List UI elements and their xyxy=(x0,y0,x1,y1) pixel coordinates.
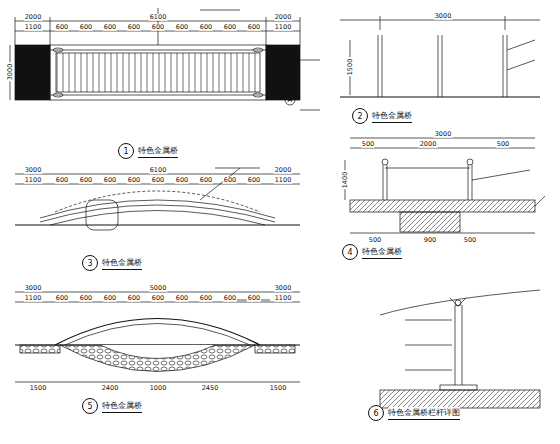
view-name: 特色金属桥栏杆详图 xyxy=(388,407,460,420)
view-number: 4 xyxy=(342,244,358,260)
view-title: 5 特色金属桥 xyxy=(82,398,142,414)
dimension-text: 600 xyxy=(247,24,261,31)
dimension-text: 600 xyxy=(223,24,237,31)
dimension-text: 600 xyxy=(103,177,117,184)
dimension-text: 600 xyxy=(151,24,165,31)
dimension-text: 600 xyxy=(223,177,237,184)
view-name: 特色金属桥 xyxy=(138,145,178,158)
dimension-text: 1500 xyxy=(347,58,354,77)
dimension-text: 1100 xyxy=(274,24,293,31)
dimension-text: 600 xyxy=(223,295,237,302)
dimension-text: 1500 xyxy=(29,385,48,392)
dimension-text: 600 xyxy=(175,177,189,184)
dimension-text: 600 xyxy=(79,24,93,31)
dimension-text: 600 xyxy=(151,295,165,302)
view-name: 特色金属桥 xyxy=(102,400,142,413)
view-title: 6 特色金属桥栏杆详图 xyxy=(368,405,460,421)
dimension-text: 1100 xyxy=(24,295,43,302)
dimension-text: 1500 xyxy=(269,385,288,392)
dimension-text: 1400 xyxy=(342,171,349,190)
dimension-text: 3000 xyxy=(24,167,43,174)
dimension-text: 600 xyxy=(175,295,189,302)
dimension-text: 500 xyxy=(368,237,382,244)
dimension-text: 6100 xyxy=(149,14,168,21)
view-number: 2 xyxy=(352,108,368,124)
dimension-text: 3000 xyxy=(434,13,453,20)
dimension-text: 600 xyxy=(247,177,261,184)
dimension-text: 500 xyxy=(496,141,510,148)
dimension-text: 2000 xyxy=(24,14,43,21)
dimension-text: 3000 xyxy=(274,285,293,292)
dimension-text: 600 xyxy=(55,295,69,302)
dimension-text: 600 xyxy=(79,177,93,184)
dimension-text: 600 xyxy=(199,24,213,31)
view-name: 特色金属桥 xyxy=(362,246,402,259)
dimension-text: 2000 xyxy=(274,167,293,174)
view-number: 3 xyxy=(82,255,98,271)
dimension-text: 600 xyxy=(175,24,189,31)
dimension-text: 6100 xyxy=(149,167,168,174)
dimension-text: 2450 xyxy=(201,385,220,392)
view-name: 特色金属桥 xyxy=(102,257,142,270)
view-title: 1 特色金属桥 xyxy=(118,143,178,159)
dimension-text: 600 xyxy=(79,295,93,302)
view-name: 特色金属桥 xyxy=(372,110,412,123)
dimension-text: 600 xyxy=(127,24,141,31)
dimension-text: 600 xyxy=(151,177,165,184)
view-title: 4 特色金属桥 xyxy=(342,244,402,260)
dimension-text: 2000 xyxy=(419,141,438,148)
dimension-text: 900 xyxy=(423,237,437,244)
dimension-text: 600 xyxy=(199,295,213,302)
dimension-text: 5000 xyxy=(149,285,168,292)
dimension-text: 1100 xyxy=(274,177,293,184)
dimension-text: 3000 xyxy=(7,63,14,82)
dimension-text: 1100 xyxy=(274,295,293,302)
view-number: 1 xyxy=(118,143,134,159)
dimension-text: 500 xyxy=(361,141,375,148)
view-number: 5 xyxy=(82,398,98,414)
dimension-text: 1000 xyxy=(149,385,168,392)
dimension-text: 600 xyxy=(103,24,117,31)
dimension-text: 1100 xyxy=(24,177,43,184)
dimension-text: 2400 xyxy=(101,385,120,392)
dimension-text: 1100 xyxy=(24,24,43,31)
dimension-text: 2000 xyxy=(274,14,293,21)
dimension-text: 500 xyxy=(463,237,477,244)
dimension-text: 600 xyxy=(55,177,69,184)
view-number: 6 xyxy=(368,405,384,421)
dimension-text: A xyxy=(287,97,294,104)
dimension-text: 600 xyxy=(103,295,117,302)
view-title: 2 特色金属桥 xyxy=(352,108,412,124)
dimension-text: 600 xyxy=(199,177,213,184)
dimension-text: 600 xyxy=(247,295,261,302)
dimension-text: 3000 xyxy=(434,131,453,138)
dimension-text: A xyxy=(287,67,294,74)
dimension-text: 600 xyxy=(55,24,69,31)
dimension-text: 600 xyxy=(127,295,141,302)
view-title: 3 特色金属桥 xyxy=(82,255,142,271)
dimension-text: 600 xyxy=(127,177,141,184)
dimension-text: 3000 xyxy=(24,285,43,292)
